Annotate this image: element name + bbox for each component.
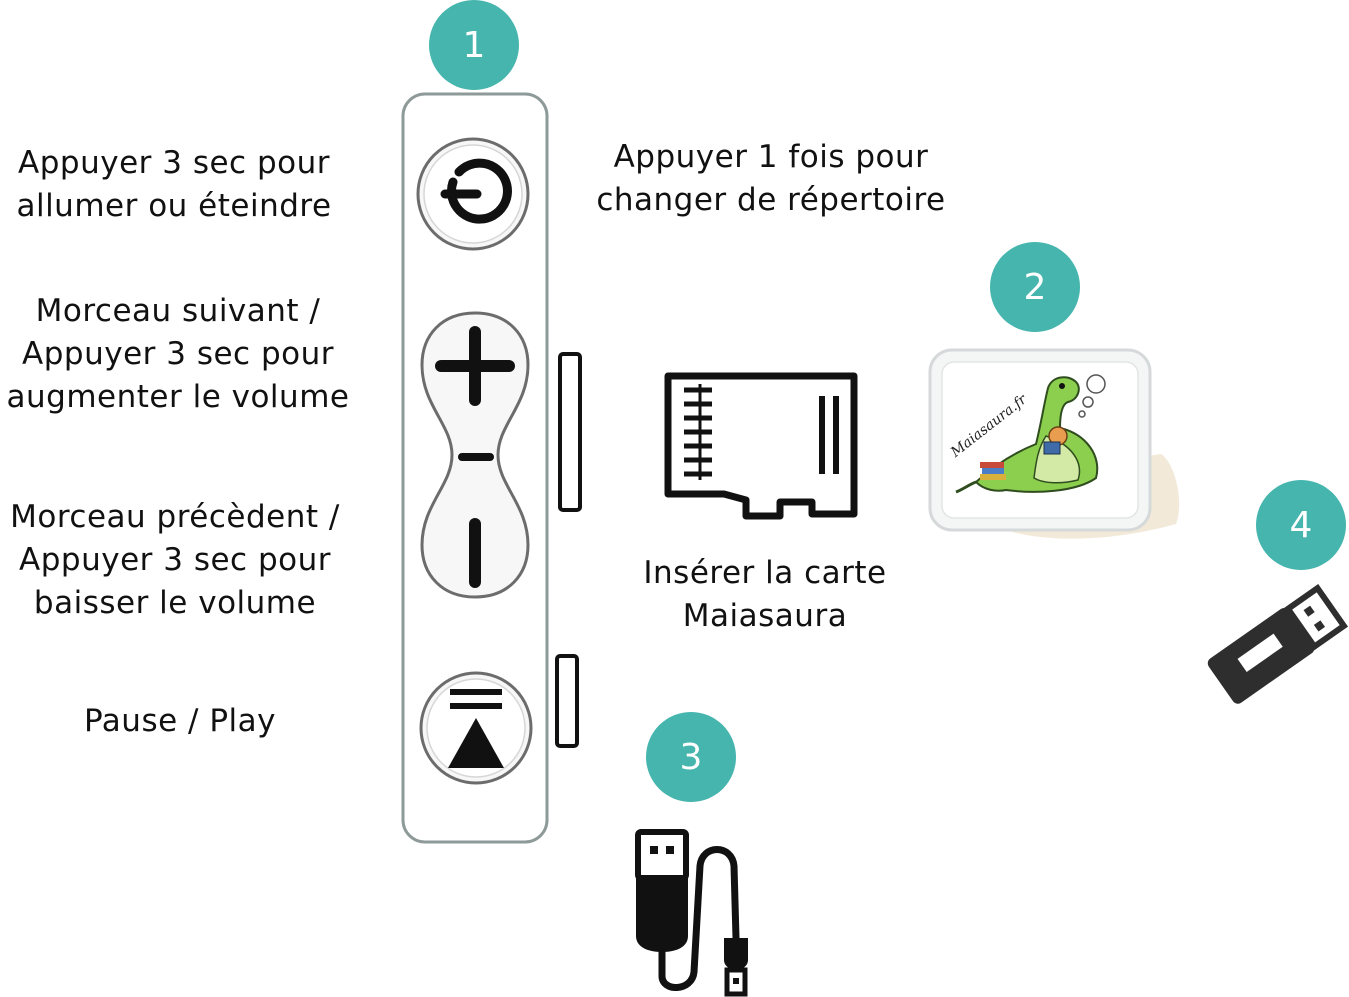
directory-line-1: Appuyer 1 fois pour [613, 139, 929, 175]
play-pause-icon [448, 689, 504, 768]
step-badge-4: 4 [1256, 480, 1346, 570]
usb-stick-icon [1207, 584, 1349, 704]
side-slot-upper [558, 352, 582, 512]
side-slot-lower [555, 654, 579, 748]
previous-track-instructions: Morceau précèdent / Appuyer 3 sec pour b… [0, 496, 350, 625]
plus-icon [435, 326, 515, 406]
usb-cable-icon [635, 829, 748, 997]
insert-card-line-2: Maiasaura [682, 598, 848, 634]
micro-sd-card-icon [664, 372, 858, 520]
volume-rocker[interactable] [418, 310, 532, 600]
step-badge-1: 1 [429, 0, 519, 90]
step-badge-2: 2 [990, 242, 1080, 332]
next-track-line-3: augmenter le volume [6, 379, 350, 415]
step-badge-3: 3 [646, 712, 736, 802]
next-track-line-2: Appuyer 3 sec pour [22, 336, 334, 372]
next-track-instructions: Morceau suivant / Appuyer 3 sec pour aug… [0, 290, 356, 419]
previous-track-line-3: baisser le volume [33, 585, 317, 621]
insert-card-line-1: Insérer la carte [643, 555, 887, 591]
power-icon [440, 158, 512, 224]
directory-instructions: Appuyer 1 fois pour changer de répertoir… [576, 136, 966, 222]
previous-track-line-2: Appuyer 3 sec pour [19, 542, 331, 578]
maiasaura-card-illustration: Maiasaura.fr [926, 344, 1184, 550]
power-button[interactable] [415, 136, 531, 252]
device-outline [401, 92, 549, 844]
play-pause-button[interactable] [418, 670, 534, 786]
next-track-line-1: Morceau suivant / [35, 293, 321, 329]
insert-card-instructions: Insérer la carte Maiasaura [610, 552, 920, 638]
power-instructions-line-2: allumer ou éteindre [16, 188, 332, 224]
previous-track-line-1: Morceau précèdent / [10, 499, 340, 535]
pause-play-instructions: Pause / Play [30, 700, 330, 743]
power-instructions-line-1: Appuyer 3 sec pour [18, 145, 330, 181]
pause-play-line-1: Pause / Play [84, 703, 276, 739]
power-instructions: Appuyer 3 sec pour allumer ou éteindre [4, 142, 344, 228]
directory-line-2: changer de répertoire [596, 182, 946, 218]
